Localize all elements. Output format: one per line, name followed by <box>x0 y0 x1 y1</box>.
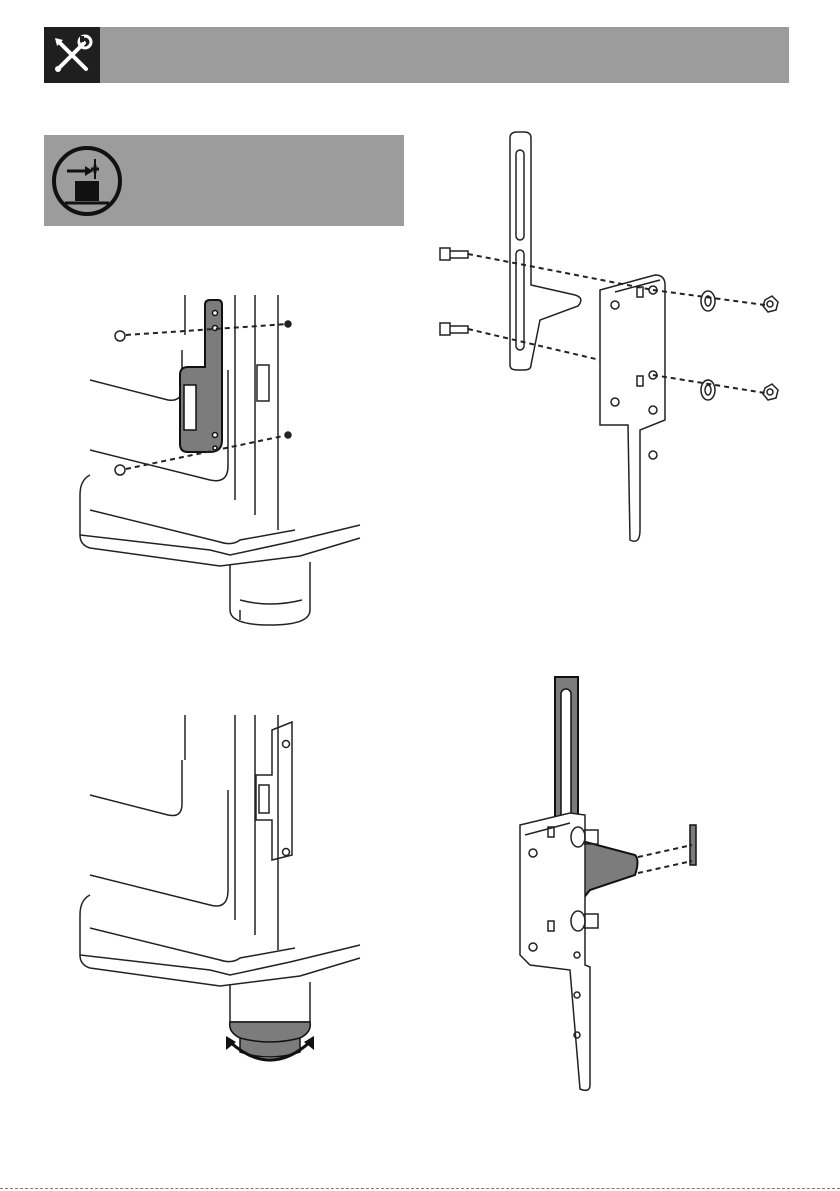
figure-foot-adjustment <box>60 700 380 1070</box>
tools-wrench-screwdriver-icon <box>44 27 100 83</box>
figure-bracket-mounting <box>60 280 380 640</box>
section-header-bar <box>44 27 789 83</box>
appliance-alignment-icon <box>51 145 123 217</box>
figure-bolt-assembly <box>420 120 800 560</box>
notice-box <box>44 135 404 226</box>
footer-rule <box>0 1188 840 1189</box>
figure-bracket-slot-insertion <box>460 665 750 1095</box>
